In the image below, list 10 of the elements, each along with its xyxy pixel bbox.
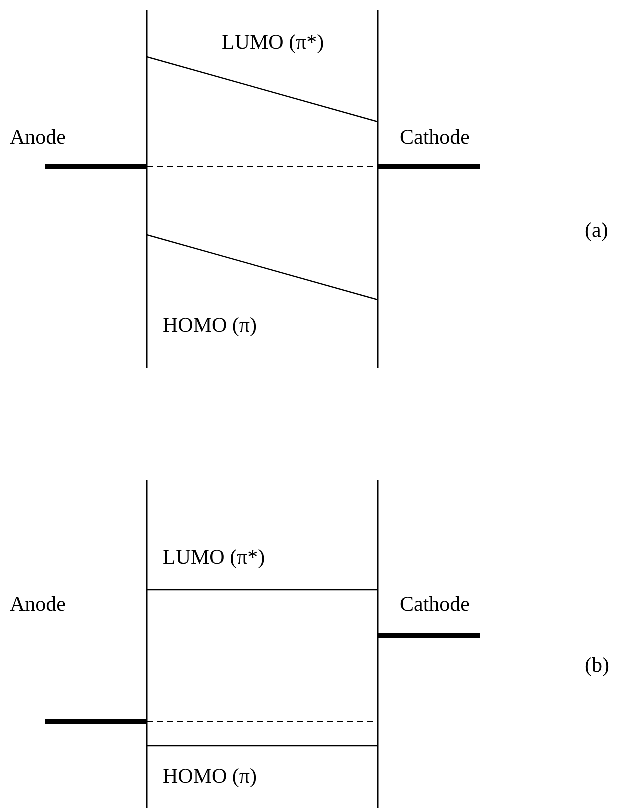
electrode-label: Cathode bbox=[400, 592, 470, 616]
electrode-label: Anode bbox=[10, 125, 66, 149]
energy-level-label: LUMO (π*) bbox=[163, 545, 266, 569]
panel-label: (a) bbox=[585, 218, 608, 242]
energy-level-label: LUMO (π*) bbox=[222, 30, 324, 54]
panel-label: (b) bbox=[585, 653, 610, 677]
energy-level-label: HOMO (π) bbox=[163, 764, 258, 788]
energy-level-label: HOMO (π) bbox=[163, 313, 258, 337]
electrode-label: Cathode bbox=[400, 125, 470, 149]
electrode-label: Anode bbox=[10, 592, 66, 616]
